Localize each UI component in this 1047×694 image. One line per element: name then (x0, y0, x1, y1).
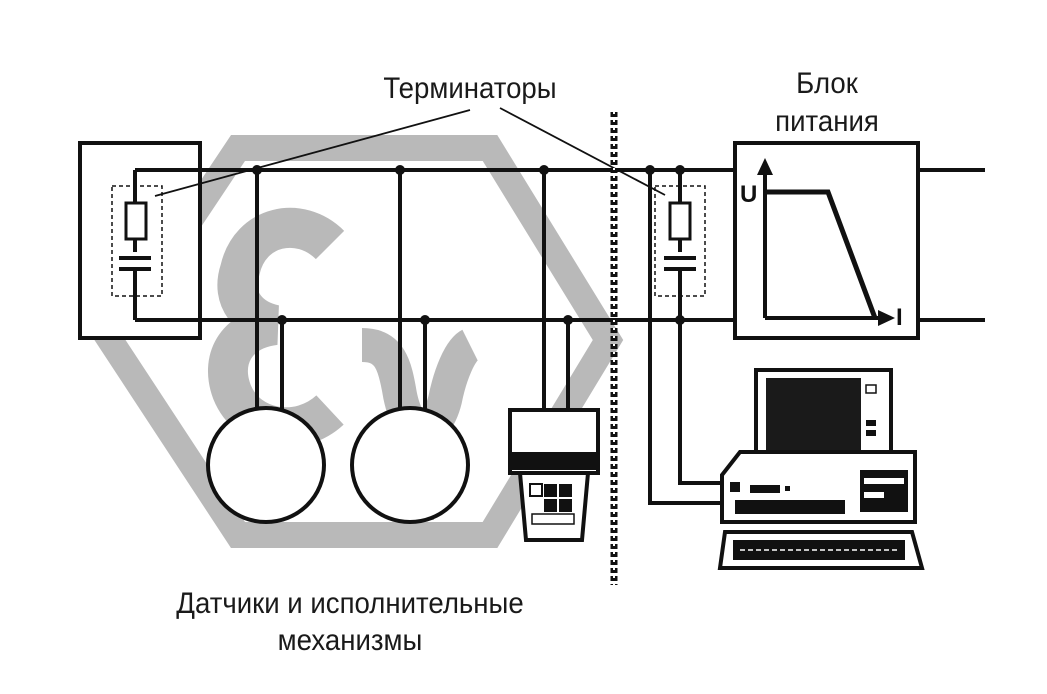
voltage-axis-label: U (740, 181, 758, 208)
power-supply-block (733, 141, 920, 340)
sensors-label-line2: механизмы (277, 624, 423, 657)
capacitor-icon (119, 252, 151, 271)
power-supply-label-line1: Блок (796, 67, 858, 100)
computer-wires (648, 170, 725, 505)
power-supply-label-line2: питания (775, 105, 879, 138)
sensor-icon (206, 170, 326, 524)
sensor-icon (350, 170, 470, 524)
resistor-icon (124, 201, 148, 241)
sensors-label-line1: Датчики и исполнительные (176, 587, 524, 620)
right-terminator (654, 170, 706, 320)
computer-icon (717, 368, 925, 570)
terminators-label: Терминаторы (383, 72, 557, 105)
terminator-leaders (154, 107, 666, 197)
current-axis-label: I (896, 304, 903, 331)
capacitor-icon (664, 252, 696, 271)
left-terminator-box (78, 141, 205, 340)
handheld-terminal-icon (508, 170, 600, 542)
bus-lines (135, 168, 985, 322)
resistor-icon (668, 201, 692, 241)
